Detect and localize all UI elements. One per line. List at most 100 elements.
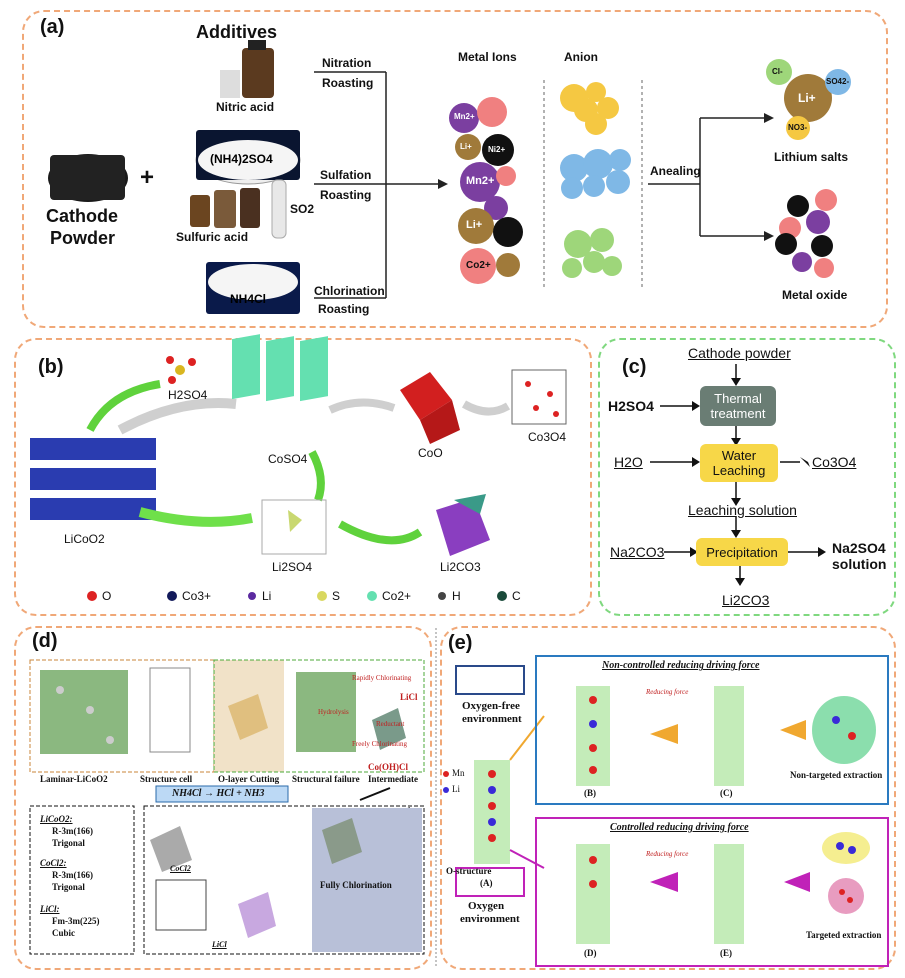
salt-label-so4: SO42-	[826, 77, 850, 86]
d-olayer-label: O-layer Cutting	[218, 774, 280, 784]
d-hydrolysis-label: Hydrolysis	[318, 708, 349, 716]
e-targeted-mn-blob	[828, 878, 864, 914]
d-full-chlorination-octahedron	[322, 818, 362, 864]
oxide-2	[815, 189, 837, 211]
so2-cylinder	[271, 179, 287, 239]
c-cathode-powder: Cathode powder	[688, 345, 791, 361]
d-chlorination-box	[143, 805, 425, 955]
roasting-label-1: Roasting	[322, 76, 374, 90]
e-targeted-mn-1	[839, 889, 845, 895]
e-arrow-to-bottom	[509, 849, 545, 869]
li2so4-tetra	[288, 510, 302, 532]
legend-s-label: S	[332, 589, 341, 603]
legend-co2-label: Co2+	[382, 589, 412, 603]
li2co3-label-b: Li2CO3	[440, 560, 481, 574]
d-crystal-name-2: CoCl2:	[40, 858, 67, 868]
d-crystal-system-1: Trigonal	[52, 838, 85, 848]
d-structure-cell-label: Structure cell	[140, 774, 193, 784]
e-e-label: (E)	[720, 948, 732, 958]
e-li-label: Li	[452, 784, 460, 794]
d-laminar-atom-3	[106, 736, 114, 744]
coso4-to-coo-arrow	[328, 398, 396, 414]
panel-c-frame	[598, 338, 896, 616]
c-arrowhead-h2so4	[692, 401, 700, 411]
e-top-arrow-2	[780, 720, 806, 740]
panel-d-label: (d)	[32, 630, 58, 652]
legend-o	[87, 591, 97, 601]
d-crystal-group-3: Fm-3m(225)	[52, 916, 100, 926]
coo-structure	[400, 372, 460, 444]
legend-co3-label: Co3+	[182, 589, 212, 603]
e-nt-mn	[848, 732, 856, 740]
so4-ion-3	[609, 149, 631, 171]
e-top-arrow-1	[650, 724, 678, 744]
e-legend-li	[443, 787, 449, 793]
d-laminar-atom-1	[56, 686, 64, 694]
e-reducing-force-2: Reducing force	[646, 850, 689, 858]
e-d-mn-1	[589, 856, 597, 864]
e-targeted-li-2	[848, 846, 856, 854]
legend-li-label: Li	[262, 589, 272, 603]
panel-a-frame	[22, 10, 888, 328]
panel-b-frame	[14, 338, 592, 616]
d-fully-chlorination-label: Fully Chlorination	[320, 880, 392, 890]
c-arrowhead-2	[731, 438, 741, 446]
c-h2so4: H2SO4	[608, 398, 654, 414]
so2-label: SO2	[290, 202, 315, 216]
e-controlled-label: Controlled reducing driving force	[610, 822, 749, 833]
ion-ni-2	[493, 217, 523, 247]
ion-ni	[482, 134, 514, 166]
nitration-label: Nitration	[322, 56, 372, 70]
licoo2-to-coso4-arrow	[117, 398, 237, 435]
legend-li	[248, 592, 256, 600]
cathode-powder-photo	[50, 155, 125, 200]
d-box-2	[213, 659, 425, 773]
sulfuric-acid-bottle-1	[190, 195, 210, 227]
c-water-leaching-box: Water Leaching	[700, 444, 778, 482]
e-legend-mn	[443, 771, 449, 777]
li2so4-label: Li2SO4	[272, 560, 313, 574]
e-b-mn-3	[589, 766, 597, 774]
e-b-label: (B)	[584, 788, 596, 798]
panel-b-label: (b)	[38, 356, 64, 378]
d-failure-label: Structural failure	[292, 774, 360, 784]
c-leaching-solution: Leaching solution	[688, 502, 797, 518]
coso4-structure	[232, 334, 328, 402]
nitric-acid-label: Nitric acid	[216, 100, 275, 114]
ion-mn-small	[484, 196, 508, 220]
chlorination-label: Chlorination	[314, 284, 385, 298]
d-crystal-box	[29, 805, 135, 955]
nitric-acid-cap	[248, 40, 266, 50]
coso4-label: CoSO4	[268, 452, 308, 466]
c-na2so4-2: solution	[832, 556, 887, 572]
coo-label: CoO	[418, 446, 443, 460]
e-a-mn-1	[488, 770, 496, 778]
e-a-mn-3	[488, 834, 496, 842]
oxide-5	[775, 233, 797, 255]
co3o4-atom-2	[547, 391, 553, 397]
c-arrowhead-co3o4	[800, 457, 810, 467]
d-structure-cell	[149, 667, 191, 753]
d-cocl2-octahedron	[150, 826, 192, 872]
d-cocl2-label: CoCl2	[170, 864, 191, 873]
e-d-mn-2	[589, 880, 597, 888]
e-oxygen-free-box	[455, 665, 525, 695]
ion-mn-large	[460, 162, 500, 202]
legend-h	[438, 592, 446, 600]
e-arrow-to-top	[509, 715, 545, 761]
c-na2co3: Na2CO3	[610, 544, 665, 560]
c-thermal-treatment-box: Thermal treatment	[700, 386, 776, 426]
ion-label-mn: Mn2+	[454, 112, 475, 121]
co3o4-atom-1	[525, 381, 531, 387]
legend-c-label: C	[512, 589, 521, 603]
sulfuric-acid-bottle-2	[214, 190, 236, 228]
ion-li-small	[496, 253, 520, 277]
c-li2co3: Li2CO3	[722, 592, 770, 608]
lithium-salts-label: Lithium salts	[774, 150, 849, 164]
e-a-li-2	[488, 818, 496, 826]
salt-label-li: Li+	[798, 91, 816, 105]
c-arrowhead-4	[731, 530, 741, 538]
cl-ion-3	[583, 251, 605, 273]
panel-c-label: (c)	[622, 356, 647, 378]
